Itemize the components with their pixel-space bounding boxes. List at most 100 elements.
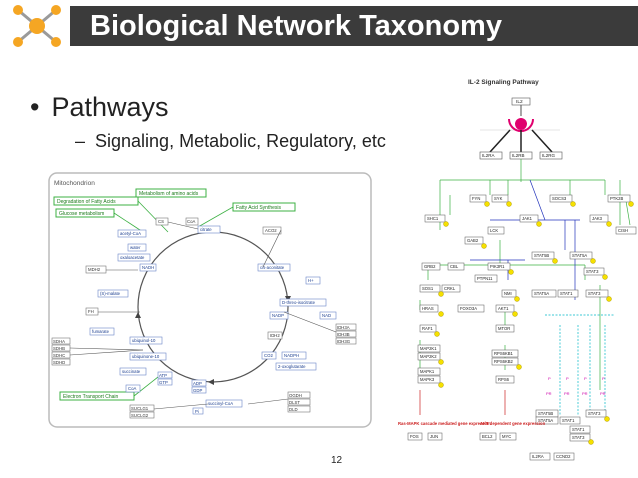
enzyme-label: CoA [187, 219, 195, 224]
diagram-label: MAP2K2 [420, 354, 437, 359]
diagram-label: Fatty Acid Synthesis [236, 205, 282, 211]
gene-label: MYC [502, 434, 511, 439]
metabolite-label: CoA [128, 386, 136, 391]
node-box: PIK3R1 [487, 262, 511, 271]
phospho-mark: PR [600, 391, 606, 396]
metabolite-label: cis-aconitate [260, 265, 285, 270]
page-number: 12 [331, 455, 343, 466]
ligand-label: IL2 [516, 99, 523, 105]
diagram-label: STAT3 [588, 411, 601, 416]
gene-label: FOS [410, 434, 419, 439]
node-box: LCK [487, 226, 505, 235]
diagram-label: SHC1 [427, 216, 439, 221]
diagram-label: Glucose metabolism [59, 211, 104, 217]
phospho-mark: P [548, 376, 551, 381]
metabolite-label: citrate [200, 227, 212, 232]
node-box: MAP2K2 [417, 352, 441, 361]
diagram-label: CRKL [444, 286, 456, 291]
diagram-label: PTPN11 [477, 276, 493, 281]
metabolite-label: (S)-malate [100, 291, 121, 296]
green-box: Metabolism of amino acids [135, 188, 207, 198]
diagram-label: JAK1 [522, 216, 533, 221]
diagram-label: SYK [494, 196, 503, 201]
node-box: STAT1 [569, 425, 591, 434]
enzyme-label: OGDH [289, 393, 302, 398]
node-box: FYN [469, 194, 487, 203]
gene-label: JUN [430, 434, 438, 439]
metabolite-label: NADPH [284, 353, 299, 358]
node-box: STAT3 [583, 267, 605, 276]
phospho-mark: P [566, 376, 569, 381]
node-box: NMI [501, 289, 517, 298]
node-box: FOXO3A [457, 304, 485, 313]
diagram-label: STAT1 [572, 427, 585, 432]
enzyme-label: IDH3A [337, 325, 350, 330]
enzyme-label: SUCLG1 [131, 406, 149, 411]
node-box: MTOR [495, 324, 515, 333]
node-box: RPS6 [495, 375, 515, 384]
metabolite-label: CO2 [264, 353, 273, 358]
diagram-label: MAP2K1 [420, 346, 437, 351]
node-box: GAB2 [464, 236, 484, 245]
node-box: MAPK3 [417, 375, 441, 384]
enzyme-label: SDHD [53, 360, 65, 365]
diagram-label: CBL [450, 264, 459, 269]
node-box: STAT5A [531, 289, 557, 298]
node-box: STAT3 [569, 433, 591, 442]
pathway-title: IL-2 Signaling Pathway [468, 79, 539, 86]
diagram-label: JAK3 [592, 216, 603, 221]
diagram-label: NMI [504, 291, 512, 296]
diagram-label: MAPK3 [420, 377, 435, 382]
metabolite-label: NAD [322, 313, 331, 318]
node-box: SOCS3 [549, 194, 573, 203]
diagram-label: PTK2B [610, 196, 623, 201]
node-box: STAT1 [559, 416, 581, 425]
diagram-label: STAT5B [538, 411, 553, 416]
receptor-label: IL2RG [542, 153, 556, 158]
diagram-label: Metabolism of amino acids [139, 191, 199, 197]
diagram-label: STAT5A [538, 418, 553, 423]
diagram-label: MTOR [498, 326, 510, 331]
diagram-label: RAF1 [422, 326, 433, 331]
node-box: GRB2 [421, 262, 441, 271]
title-band [70, 6, 638, 46]
bullet-dot-icon: • [30, 92, 40, 122]
receptor-label: IL2RB [512, 153, 525, 158]
node-box: CRKL [441, 284, 461, 293]
metabolite-label: ubiquinone-10 [132, 354, 160, 359]
diagram-label: STAT5A [572, 253, 587, 258]
metabolite-label: 2-oxoglutarate [278, 364, 306, 369]
signaling-pathway-diagram: IL-2 Signaling Pathway IL2 IL2RA IL2RB I… [398, 79, 637, 461]
title-bar: Biological Network Taxonomy [0, 0, 638, 52]
diagram-label: SOCS3 [552, 196, 567, 201]
diagram-label: PIK3R1 [490, 264, 505, 269]
node-box: CCND2 [553, 452, 575, 461]
diagram-label: RPS6KB1 [494, 351, 514, 356]
phospho-mark: P [602, 376, 605, 381]
node-box: SYK [491, 194, 509, 203]
metabolite-label: oxaloacetate [120, 255, 145, 260]
node-box: JAK3 [589, 214, 609, 223]
diagram-label: RPS6 [498, 377, 510, 382]
phospho-mark: PR [582, 391, 588, 396]
enzyme-label: DLST [289, 400, 300, 405]
metabolite-label: GTP [159, 380, 168, 385]
node-box: STAT5B [531, 251, 555, 260]
metabolite-label: succinyl-CoA [208, 401, 233, 406]
diagram-label: STAT3 [586, 269, 599, 274]
receptor-label: IL2RA [482, 153, 495, 158]
node-box: STAT5B [535, 409, 559, 418]
node-box: SOS1 [419, 284, 441, 293]
phospho-mark: PR [564, 391, 570, 396]
diagram-label: RPS6KB2 [494, 359, 514, 364]
diagram-label: STAT5B [534, 253, 549, 258]
node-box: CBL [447, 262, 465, 271]
sub-bullet: –Signaling, Metabolic, Regulatory, etc [75, 131, 386, 152]
enzyme-label: FH [88, 309, 94, 314]
node-box: AKT1 [495, 304, 515, 313]
enzyme-label: MDH2 [88, 267, 101, 272]
metabolite-label: fumarate [92, 329, 110, 334]
diagram-label: CISH [618, 228, 628, 233]
diagram-label: STAT1 [562, 418, 575, 423]
metabolite-label: D-threo-isocitrate [282, 300, 316, 305]
